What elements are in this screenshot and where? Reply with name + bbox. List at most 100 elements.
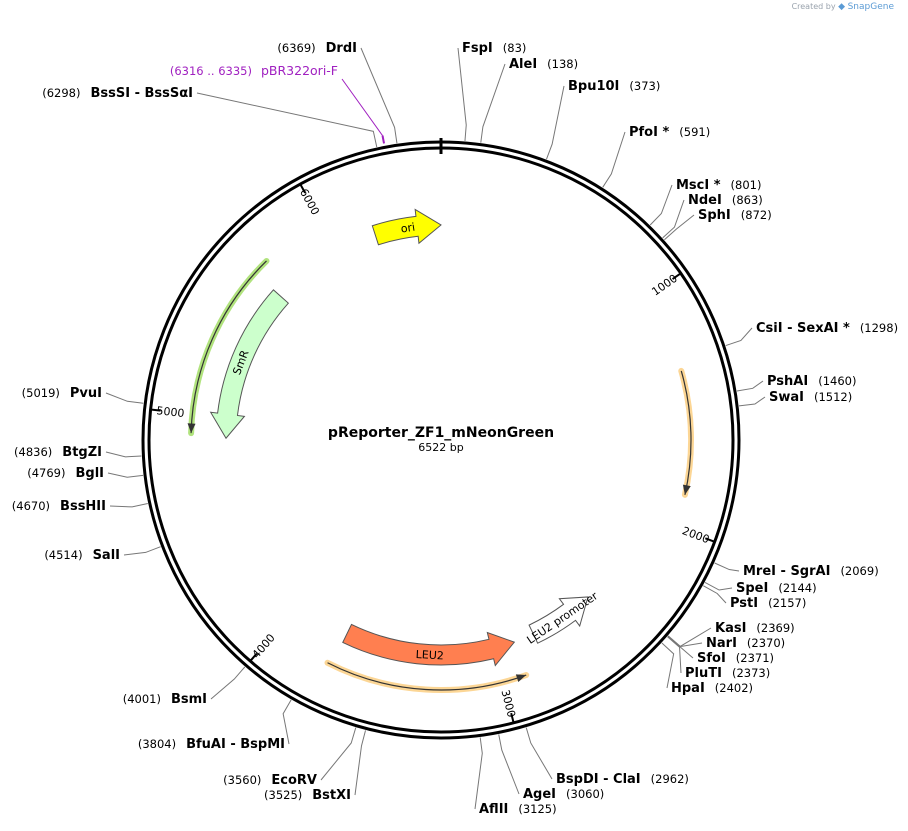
site-pluti[interactable]: PluTI(2373) — [667, 636, 770, 681]
site-bstxi[interactable]: BstXI(3525) — [264, 730, 367, 803]
tick-label-2000: 2000 — [680, 524, 711, 546]
feature-smr: SmR — [209, 289, 290, 440]
site-agei[interactable]: AgeI(3060) — [498, 734, 605, 802]
site-leader-line — [196, 92, 378, 148]
site-fspi[interactable]: FspI(83) — [457, 41, 527, 141]
site-ecorv[interactable]: EcoRV(3560) — [223, 727, 357, 788]
site-bspdi-clai[interactable]: BspDI - ClaI (2962) — [525, 727, 689, 787]
site-position: (1512) — [814, 390, 852, 404]
site-bsmi[interactable]: BsmI(4001) — [123, 666, 246, 707]
site-leader-line — [667, 636, 682, 674]
site-btgzi[interactable]: BtgZI(4836) — [14, 445, 142, 460]
site-leader-line — [661, 642, 675, 689]
snapgene-watermark: Created by ◆ SnapGene — [792, 2, 894, 12]
tick-mark-2000 — [704, 537, 716, 543]
feature-arc-4 — [678, 367, 694, 498]
site-leader-line — [210, 666, 246, 700]
site-name: BspDI - ClaI — [556, 772, 641, 787]
restriction-sites: DrdI(6369)BssSI - BssSαI(6298) FspI(83)Al… — [12, 41, 898, 817]
site-leader-line — [107, 472, 144, 478]
tick-label-4000: 4000 — [250, 631, 278, 661]
site-pvui[interactable]: PvuI(5019) — [22, 386, 144, 404]
site-drdi[interactable]: DrdI(6369) — [277, 41, 398, 144]
tick-mark-5000 — [150, 408, 161, 412]
site-bpu10i[interactable]: Bpu10I(373) — [546, 79, 660, 160]
site-name: SalI — [93, 548, 120, 563]
site-name: BstXI — [312, 788, 351, 803]
site-name: HpaI — [671, 681, 705, 696]
site-leader-line — [714, 562, 740, 572]
site-name: SphI — [698, 208, 731, 223]
site-aflii[interactable]: AflII(3125) — [474, 737, 557, 817]
site-msci[interactable]: MscI *(801) — [649, 178, 761, 226]
site-leader-line — [474, 737, 483, 810]
site-ndei[interactable]: NdeI (863) — [662, 193, 763, 239]
site-spei[interactable]: SpeI(2144) — [704, 581, 817, 596]
site-leader-line — [667, 635, 694, 659]
site-swai[interactable]: SwaI(1512) — [738, 390, 852, 407]
site-pfoi[interactable]: PfoI *(591) — [602, 125, 710, 188]
site-leader-line — [360, 47, 398, 144]
plasmid-length: 6522 bp — [418, 441, 463, 454]
site-bgli[interactable]: BglI(4769) — [27, 466, 144, 481]
site-name: DrdI — [326, 41, 357, 56]
primer-leader-line — [341, 78, 383, 136]
site-position: (2962) — [651, 772, 689, 786]
site-position: (5019) — [22, 386, 60, 400]
site-name: MreI - SgrAI — [743, 564, 830, 579]
primer-name: pBR322ori-F — [261, 63, 338, 78]
site-position: (1298) — [860, 321, 898, 335]
site-leader-line — [282, 699, 292, 745]
site-hpai[interactable]: HpaI(2402) — [661, 642, 753, 696]
site-sali[interactable]: SalI (4514) — [44, 546, 161, 563]
site-leader-line — [725, 327, 753, 347]
site-position: (83) — [503, 41, 527, 55]
site-position: (2371) — [736, 651, 774, 665]
site-leader-line — [109, 503, 148, 508]
site-position: (4836) — [14, 445, 52, 459]
site-position: (4514) — [44, 548, 82, 562]
site-leader-line — [546, 85, 565, 160]
site-name: BfuAI - BspMI — [186, 737, 285, 752]
site-leader-line — [480, 63, 506, 143]
site-position: (3804) — [138, 737, 176, 751]
site-csii-sexai[interactable]: CsiI - SexAI * (1298) — [725, 321, 898, 347]
backbone — [141, 138, 741, 740]
site-name: NdeI — [688, 193, 722, 208]
site-sfoi[interactable]: SfoI(2371) — [667, 635, 774, 666]
site-position: (1460) — [818, 374, 856, 388]
site-name: AleI — [509, 57, 537, 72]
site-name: PfoI * — [629, 125, 669, 140]
site-alei[interactable]: AleI (138) — [480, 57, 578, 143]
site-name: BssHII — [60, 499, 106, 514]
site-name: KasI — [715, 621, 746, 636]
site-mrei-sgrai[interactable]: MreI - SgrAI(2069) — [714, 562, 879, 579]
site-bsshii[interactable]: BssHII(4670) — [12, 499, 148, 514]
site-psti[interactable]: PstI(2157) — [702, 585, 806, 611]
site-name: NarI — [706, 636, 737, 651]
site-name: PshAI — [767, 374, 808, 389]
site-leader-line — [649, 184, 673, 226]
watermark-brand: SnapGene — [847, 2, 894, 12]
site-position: (4001) — [123, 692, 161, 706]
site-leader-line — [320, 727, 357, 781]
tick-mark-3000 — [510, 712, 515, 724]
site-leader-line — [736, 380, 764, 392]
site-name: MscI * — [676, 178, 721, 193]
feature-label-leu2: LEU2 — [415, 648, 444, 662]
site-sphi[interactable]: SphI(872) — [664, 208, 772, 241]
site-bfuai-bspmi[interactable]: BfuAI - BspMI (3804) — [138, 699, 292, 752]
feature-arc-5 — [324, 659, 530, 693]
site-position: (2157) — [768, 596, 806, 610]
site-position: (863) — [732, 193, 763, 207]
site-leader-line — [123, 546, 161, 556]
site-position: (138) — [547, 57, 578, 71]
feature-leu2-promoter: LEU2 promoter — [525, 589, 601, 647]
site-pshai[interactable]: PshAI (1460) — [736, 374, 856, 392]
feature-label-ori: ori — [400, 221, 416, 236]
site-name: CsiI - SexAI * — [756, 321, 850, 336]
tick-mark-1000 — [671, 272, 682, 280]
site-position: (2369) — [756, 621, 794, 635]
site-bsssi-bsss-i[interactable]: BssSI - BssSαI(6298) — [42, 86, 378, 148]
